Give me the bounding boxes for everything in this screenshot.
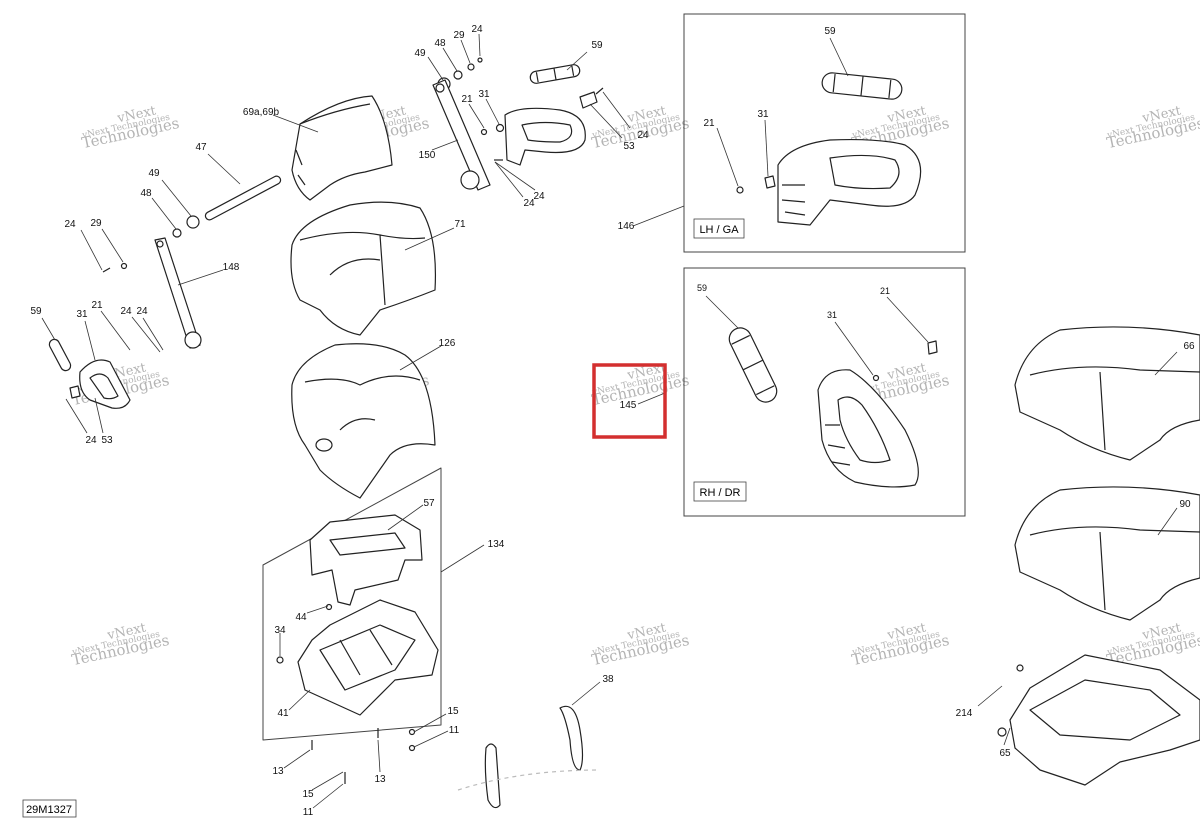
inset-rh-label-box	[693, 481, 747, 502]
bracket-150	[432, 79, 491, 191]
rod-47	[204, 175, 282, 221]
inset-rh-label: RH / DR	[700, 487, 741, 499]
callout-59-lh[interactable]: 59	[824, 26, 836, 37]
seat-66	[1014, 326, 1200, 461]
grip-59-lh	[821, 72, 903, 100]
callout-13-b[interactable]: 13	[374, 774, 386, 785]
base-65	[1009, 654, 1200, 786]
watermark: vNext Technologies vNext Technologies	[70, 620, 171, 669]
inset-lh-label-box	[693, 218, 745, 239]
callout-65[interactable]: 65	[999, 748, 1011, 759]
callout-134[interactable]: 134	[488, 539, 505, 550]
callout-31-lh[interactable]: 31	[757, 109, 769, 120]
callout-53-left[interactable]: 53	[101, 435, 113, 446]
callout-150[interactable]: 150	[419, 150, 436, 161]
washer-29	[467, 63, 475, 71]
callout-21-lh[interactable]: 21	[703, 118, 715, 129]
callout-38[interactable]: 38	[602, 674, 614, 685]
callout-24-mid-b[interactable]: 24	[533, 191, 545, 202]
watermark: vNext Technologies vNext Technologies	[850, 620, 951, 669]
callout-24-mid-a[interactable]: 24	[523, 198, 535, 209]
diagram-code-box: 29M1327	[22, 799, 77, 818]
seal-38-b	[559, 705, 584, 771]
grip-59-rh	[728, 327, 778, 403]
callout-24-right[interactable]: 24	[637, 130, 649, 141]
callout-214[interactable]: 214	[956, 708, 973, 719]
inset-rh-frame	[683, 267, 966, 517]
callout-24-bottom-left[interactable]: 24	[85, 435, 97, 446]
callout-24-left3[interactable]: 24	[136, 306, 148, 317]
callout-148[interactable]: 148	[223, 262, 240, 273]
callout-53-top[interactable]: 53	[623, 141, 635, 152]
callout-126[interactable]: 126	[439, 338, 456, 349]
callout-59-left[interactable]: 59	[30, 306, 42, 317]
callout-24-left2[interactable]: 24	[120, 306, 132, 317]
callout-48-left[interactable]: 48	[140, 188, 152, 199]
part-drawings	[48, 57, 1200, 809]
diagram-code: 29M1327	[26, 804, 72, 816]
callout-59-rh[interactable]: 59	[697, 283, 707, 293]
callout-24-top[interactable]: 24	[471, 24, 483, 35]
callout-31-rh[interactable]: 31	[827, 310, 837, 320]
callout-15-b[interactable]: 15	[302, 789, 314, 800]
callout-47[interactable]: 47	[195, 142, 207, 153]
callout-21-rh[interactable]: 21	[880, 286, 890, 296]
callout-69[interactable]: 69a,69b	[243, 107, 280, 118]
callout-57[interactable]: 57	[423, 498, 435, 509]
watermark: vNext Technologies vNext Technologies	[1105, 103, 1200, 152]
callout-31-left[interactable]: 31	[76, 309, 88, 320]
inset-lh-frame	[683, 13, 966, 253]
callout-11-a[interactable]: 11	[449, 725, 460, 736]
callout-29-left[interactable]: 29	[90, 218, 102, 229]
watermark: vNext Technologies vNext Technologies	[590, 620, 691, 669]
seat-71	[290, 201, 436, 336]
callout-44[interactable]: 44	[295, 612, 307, 623]
backrest-cover-69	[291, 95, 393, 201]
callout-90[interactable]: 90	[1179, 499, 1191, 510]
watermark: vNext Technologies vNext Technologies	[80, 103, 181, 152]
leader-lines	[41, 33, 1178, 809]
washer-48	[453, 70, 463, 80]
callout-13-a[interactable]: 13	[272, 766, 284, 777]
callout-34[interactable]: 34	[274, 625, 286, 636]
inset-lh-label: LH / GA	[699, 224, 739, 236]
cover-57	[309, 514, 423, 606]
bracket-148	[154, 237, 201, 349]
highlight-box-145	[592, 363, 667, 439]
callout-15-a[interactable]: 15	[447, 706, 459, 717]
base-frame-41	[297, 599, 439, 716]
inset-lh: LH / GA	[683, 13, 966, 253]
callout-71[interactable]: 71	[454, 219, 466, 230]
callout-66[interactable]: 66	[1183, 341, 1195, 352]
inset-rh: RH / DR	[683, 267, 966, 517]
assembly-box-134	[262, 467, 442, 741]
seat-90	[1014, 486, 1200, 621]
callout-29-top[interactable]: 29	[453, 30, 465, 41]
grip-59-left	[48, 338, 72, 372]
callout-48-top[interactable]: 48	[434, 38, 446, 49]
callout-49-top[interactable]: 49	[414, 48, 426, 59]
clip-53-top	[579, 91, 598, 109]
callout-146[interactable]: 146	[618, 221, 635, 232]
callout-145[interactable]: 145	[620, 400, 637, 411]
callouts: 49 48 29 24 59 69a,69b 21 31 150 24 24 2…	[30, 24, 1195, 818]
grip-59-top	[529, 64, 581, 84]
callout-21-top[interactable]: 21	[461, 94, 473, 105]
seat-shell-126	[291, 343, 436, 499]
callout-11-b[interactable]: 11	[303, 807, 314, 818]
callout-41[interactable]: 41	[277, 708, 289, 719]
seal-38-a	[484, 743, 501, 809]
bolt-24	[477, 57, 483, 63]
callout-31-top[interactable]: 31	[478, 89, 490, 100]
callout-21-left[interactable]: 21	[91, 300, 103, 311]
callout-49-left[interactable]: 49	[148, 168, 160, 179]
callout-59-top[interactable]: 59	[591, 40, 603, 51]
callout-24-left[interactable]: 24	[64, 219, 76, 230]
watermark: vNext Technologies vNext Technologies	[590, 103, 691, 152]
